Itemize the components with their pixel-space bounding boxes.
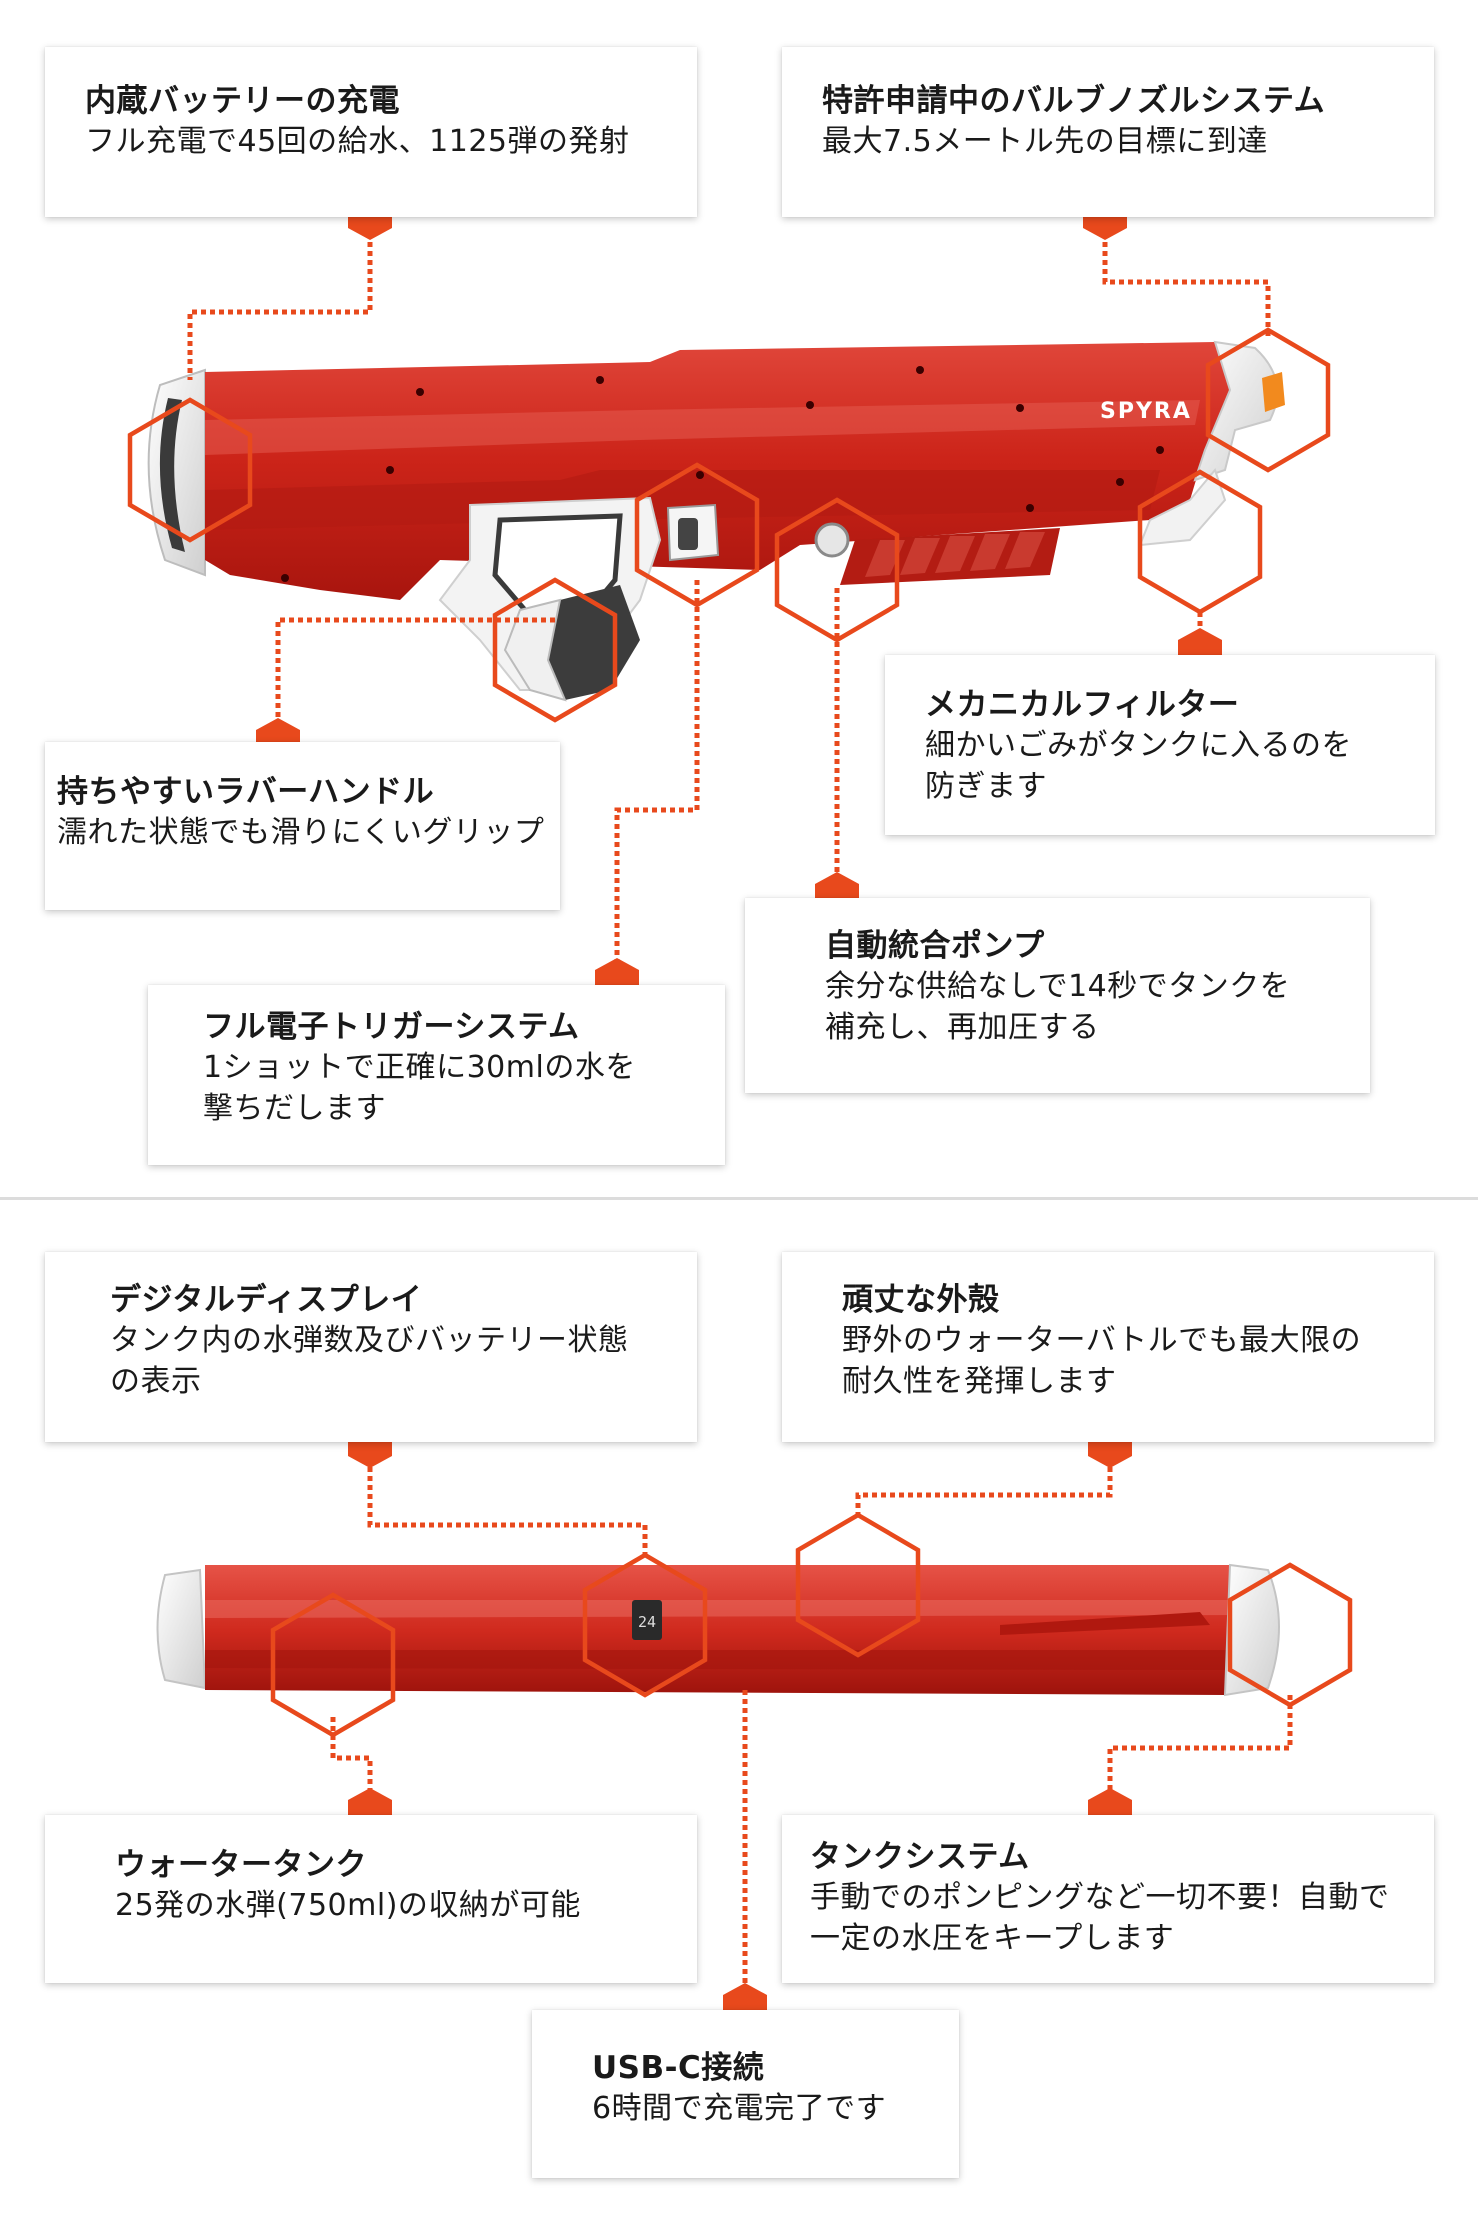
- feature-description: 濡れた状態でも滑りにくいグリップ: [57, 815, 545, 850]
- hex-outline-trigger: [634, 462, 760, 608]
- hex-outline-display: [582, 1552, 708, 1698]
- hex-outline-shell: [795, 1512, 921, 1658]
- feature-description: 余分な供給なしで14秒でタンクを: [825, 969, 1291, 1004]
- brand-logo: SPYRA: [1100, 399, 1192, 424]
- feature-description: 6時間で充電完了です: [592, 2091, 887, 2126]
- feature-title: 頑丈な外殻: [842, 1282, 1000, 1318]
- feature-title: デジタルディスプレイ: [110, 1282, 423, 1318]
- feature-title: 自動統合ポンプ: [825, 928, 1045, 964]
- hex-outline-filter: [1137, 469, 1263, 615]
- water-blaster-top-view: 24: [156, 1563, 1280, 1697]
- feature-title: USB-C接続: [592, 2050, 765, 2086]
- feature-description: 撃ちだします: [203, 1091, 386, 1126]
- feature-title: フル電子トリガーシステム: [203, 1009, 580, 1045]
- feature-description: 25発の水弾(750ml)の収納が可能: [115, 1888, 581, 1923]
- hex-outline-handle: [492, 577, 618, 723]
- feature-title: タンクシステム: [810, 1839, 1030, 1875]
- hex-outline-nozzle: [1205, 327, 1331, 473]
- hex-outline-pump: [774, 497, 900, 643]
- feature-card-water-tank: ウォータータンク 25発の水弾(750ml)の収納が可能: [45, 1815, 697, 1983]
- feature-card-rubber-handle: 持ちやすいラバーハンドル 濡れた状態でも滑りにくいグリップ: [45, 742, 560, 910]
- feature-card-digital-display: デジタルディスプレイ タンク内の水弾数及びバッテリー状態 の表示: [45, 1252, 697, 1442]
- feature-title: 持ちやすいラバーハンドル: [57, 774, 435, 810]
- feature-title: 特許申請中のバルブノズルシステム: [822, 83, 1326, 119]
- feature-description: フル充電で45回の給水、1125弾の発射: [85, 124, 630, 159]
- pump-vents: [865, 532, 1045, 577]
- feature-title: メカニカルフィルター: [925, 687, 1240, 723]
- feature-description: 1ショットで正確に30mlの水を: [203, 1050, 636, 1085]
- display-readout: 24: [638, 1613, 656, 1631]
- feature-description: 野外のウォーターバトルでも最大限の: [842, 1323, 1362, 1358]
- feature-description: 一定の水圧をキープします: [810, 1921, 1175, 1956]
- feature-card-mechanical-filter: メカニカルフィルター 細かいごみがタンクに入るのを 防ぎます: [885, 655, 1435, 835]
- feature-card-shell: 頑丈な外殻 野外のウォーターバトルでも最大限の 耐久性を発揮します: [782, 1252, 1434, 1442]
- feature-description: タンク内の水弾数及びバッテリー状態: [110, 1323, 629, 1358]
- feature-card-battery: 内蔵バッテリーの充電 フル充電で45回の給水、1125弾の発射: [45, 47, 697, 217]
- digital-display: [632, 1600, 662, 1640]
- feature-description: 耐久性を発揮します: [842, 1364, 1117, 1399]
- feature-card-usb-c: USB-C接続 6時間で充電完了です: [532, 2010, 959, 2178]
- feature-description: 最大7.5メートル先の目標に到達: [822, 124, 1268, 159]
- hex-outline-rear: [127, 397, 253, 543]
- feature-card-valve-nozzle: 特許申請中のバルブノズルシステム 最大7.5メートル先の目標に到達: [782, 47, 1434, 217]
- feature-description: 防ぎます: [925, 769, 1047, 804]
- feature-card-tank-system: タンクシステム 手動でのポンピングなど一切不要！自動で 一定の水圧をキープします: [782, 1815, 1434, 1983]
- hex-markers: [127, 327, 1353, 1738]
- feature-description: 手動でのポンピングなど一切不要！自動で: [810, 1880, 1390, 1915]
- feature-description: 細かいごみがタンクに入るのを: [925, 728, 1352, 763]
- water-blaster-side-view: SPYRA: [147, 340, 1285, 702]
- hex-outline-tank: [270, 1592, 396, 1738]
- feature-description: の表示: [110, 1364, 202, 1399]
- section-divider: [0, 1197, 1478, 1200]
- hex-outline-tank-system: [1227, 1562, 1353, 1708]
- feature-title: ウォータータンク: [115, 1847, 367, 1883]
- feature-card-pump: 自動統合ポンプ 余分な供給なしで14秒でタンクを 補充し、再加圧する: [745, 898, 1370, 1093]
- feature-title: 内蔵バッテリーの充電: [85, 83, 400, 119]
- feature-card-trigger: フル電子トリガーシステム 1ショットで正確に30mlの水を 撃ちだします: [148, 985, 725, 1165]
- feature-description: 補充し、再加圧する: [825, 1010, 1100, 1045]
- screw-dots: [281, 366, 1164, 582]
